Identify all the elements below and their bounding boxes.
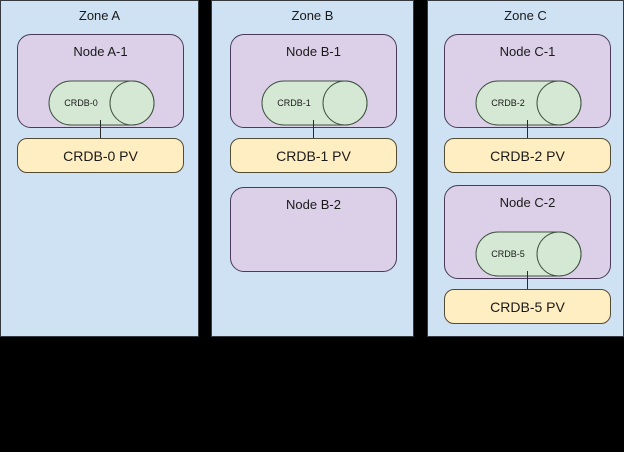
pv-crdb-1: CRDB-1 PV <box>230 138 397 173</box>
connector-node-b-1-to-crdb-1-pv <box>313 120 314 138</box>
pv-crdb-0: CRDB-0 PV <box>17 138 184 173</box>
database-cylinder-crdb-5: CRDB-5 <box>475 231 582 277</box>
node-c-1: Node C-1 CRDB-2 <box>444 34 611 128</box>
node-c-2: Node C-2 CRDB-5 <box>444 185 611 279</box>
node-b-2-title: Node B-2 <box>286 197 341 212</box>
zone-a-title: Zone A <box>78 8 121 23</box>
node-b-1-title: Node B-1 <box>286 44 341 59</box>
node-c-1-title: Node C-1 <box>499 44 556 59</box>
node-b-2: Node B-2 <box>230 187 397 272</box>
database-cylinder-crdb-0: CRDB-0 <box>48 80 155 126</box>
connector-node-c-1-to-crdb-2-pv <box>527 120 528 138</box>
database-cylinder-crdb-2: CRDB-2 <box>475 80 582 126</box>
zone-b-title: Zone B <box>291 8 334 23</box>
node-a-1-title: Node A-1 <box>73 44 128 59</box>
node-c-2-title: Node C-2 <box>499 195 556 210</box>
zone-b: Zone B Node B-1 CRDB-1 CRDB-1 PV Node B-… <box>211 0 414 337</box>
node-a-1: Node A-1 CRDB-0 <box>17 34 184 128</box>
connector-node-a-1-to-crdb-0-pv <box>100 120 101 138</box>
database-cylinder-crdb-1: CRDB-1 <box>261 80 368 126</box>
zone-a: Zone A Node A-1 CRDB-0 CRDB-0 PV <box>0 0 199 337</box>
pv-crdb-5: CRDB-5 PV <box>444 289 611 324</box>
zone-c-title: Zone C <box>504 8 547 23</box>
connector-node-c-2-to-crdb-5-pv <box>527 271 528 289</box>
node-b-1: Node B-1 CRDB-1 <box>230 34 397 128</box>
zone-c: Zone C Node C-1 CRDB-2 CRDB-2 PV Node C-… <box>427 0 624 337</box>
pv-crdb-2: CRDB-2 PV <box>444 138 611 173</box>
